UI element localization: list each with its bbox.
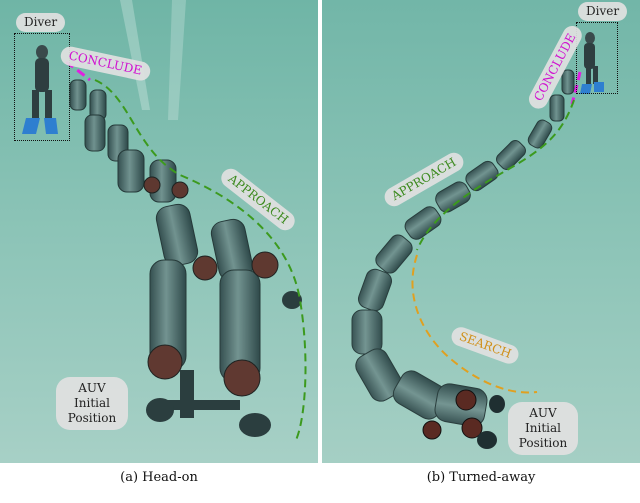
approach-path-a [94,79,307,441]
underwater-scene-a [0,0,318,463]
diver-label: Diver [578,2,628,21]
search-path-b [411,254,538,394]
diver-highlight-box [14,33,70,141]
diver-figure-b [580,32,604,94]
auv-label-line1: AUV [78,381,106,395]
diver-label: Diver [16,13,66,32]
auv-label-line1: AUV [529,406,557,420]
auv-label-line2: Initial [74,396,110,410]
approach-path-b [416,99,575,251]
auv-label-line3: Position [67,411,117,425]
underwater-scene-b [322,0,640,463]
auv-label-line2: Initial [525,421,561,435]
auv-label-line3: Position [518,436,568,450]
auv-trail-a [69,79,302,437]
panel-head-on: Diver CONCLUDE APPROACH AUV Initial Posi… [0,0,318,463]
panel-turned-away: Diver CONCLUDE APPROACH SEARCH AUV Initi… [322,0,640,463]
diver-figure-a [22,45,58,134]
caption-turned-away: (b) Turned-away [426,470,536,485]
auv-initial-position-label: AUV Initial Position [56,377,128,430]
diver-highlight-box [576,22,618,94]
caption-head-on: (a) Head-on [120,470,198,485]
auv-initial-position-label: AUV Initial Position [508,402,578,455]
